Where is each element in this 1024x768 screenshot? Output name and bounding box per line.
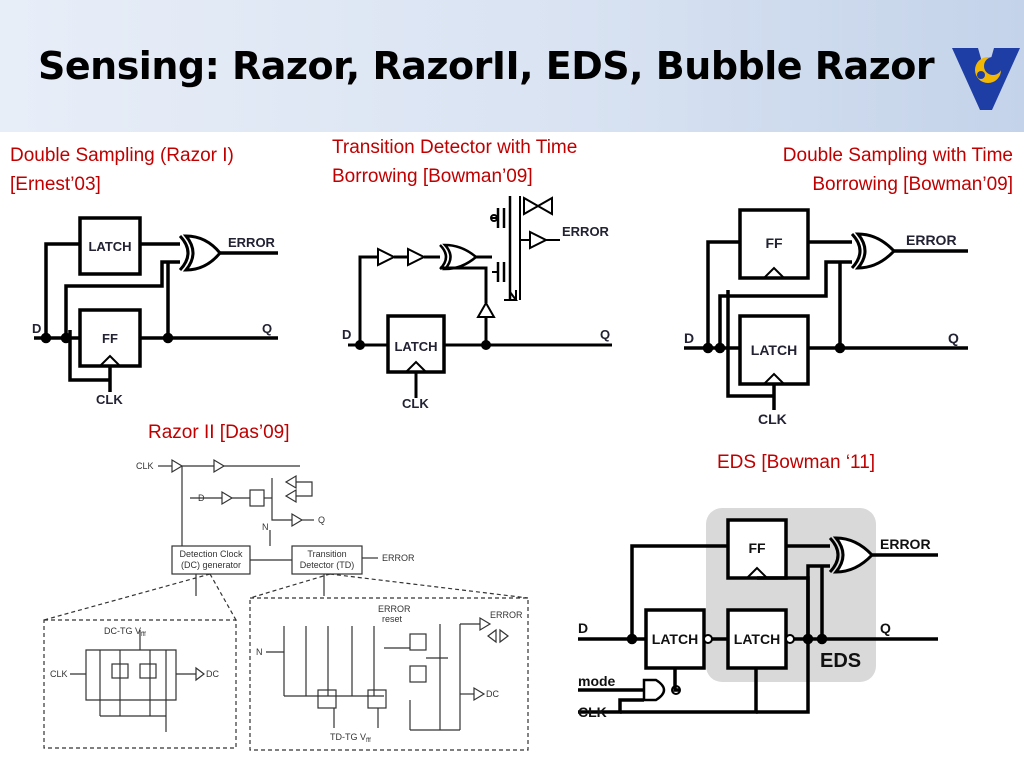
razor2-error-reset-line1: ERROR — [378, 604, 411, 614]
title-banner: Sensing: Razor, RazorII, EDS, Bubble Raz… — [0, 0, 1024, 132]
razor1-diagram — [34, 216, 278, 392]
razor2-td-detail — [249, 597, 529, 751]
razor2-dc-out-label: DC — [206, 669, 219, 679]
eds-clk-label: CLK — [578, 704, 607, 720]
caption-transition-detector: Transition Detector with Time Borrowing … — [332, 133, 577, 191]
eds-ff-block — [726, 518, 788, 580]
razor2-dc-gen-line1: Detection Clock — [179, 549, 243, 559]
razor2-labels: CLK D N Q ERROR Detection Clock (DC) gen… — [50, 461, 523, 744]
razor2-td-line2: Detector (TD) — [300, 560, 355, 570]
razor2-error-reset-line2: reset — [382, 614, 403, 624]
razor2-td-tg-subscript: fff — [366, 738, 371, 744]
caption-line: Borrowing [Bowman’09] — [332, 166, 533, 187]
dsb-clk-label: CLK — [758, 411, 787, 427]
razor2-td-line1: Transition — [307, 549, 346, 559]
razor2-td-error-label: ERROR — [490, 610, 523, 620]
razor2-dc-tg-subscript: fff — [141, 632, 146, 638]
caption-line: Borrowing [Bowman’09] — [812, 174, 1013, 195]
caption-razor1: Double Sampling (Razor I) [Ernest’03] — [10, 141, 234, 199]
caption-line: Double Sampling (Razor I) — [10, 145, 234, 166]
td-clk-label: CLK — [402, 396, 429, 411]
razor2-n-label: N — [262, 522, 269, 532]
td-latch-label: LATCH — [394, 339, 437, 354]
razor2-td-n-label: N — [256, 647, 263, 657]
caption-double-sampling-borrowing: Double Sampling with Time Borrowing [Bow… — [783, 141, 1013, 199]
eds-d-label: D — [578, 620, 588, 636]
eds-error-label: ERROR — [880, 536, 931, 552]
razor2-td-tg-text: TD-TG V — [330, 732, 366, 742]
eds-ff-label: FF — [748, 540, 766, 556]
razor1-clk-label: CLK — [96, 392, 123, 407]
dsb-latch-label: LATCH — [751, 342, 797, 358]
university-v-logo-icon — [952, 48, 1020, 110]
razor1-clock-triangle — [99, 354, 121, 367]
razor1-q-label: Q — [262, 321, 272, 336]
eds-mode-label: mode — [578, 673, 616, 689]
razor1-latch-block — [78, 216, 142, 276]
razor2-dc-clk-label: CLK — [50, 669, 68, 679]
dsb-d-label: D — [684, 330, 694, 346]
caption-line: [Ernest’03] — [10, 174, 101, 195]
razor1-d-label: D — [32, 321, 41, 336]
razor2-clk-label: CLK — [136, 461, 154, 471]
razor2-dc-tg-label: DC-TG Vfff — [104, 626, 146, 638]
td-q-label: Q — [600, 327, 610, 342]
razor2-td-tg-label: TD-TG Vfff — [330, 732, 371, 744]
caption-line: Transition Detector with Time — [332, 137, 578, 158]
eds-region-label: EDS — [820, 650, 861, 672]
slide-title: Sensing: Razor, RazorII, EDS, Bubble Raz… — [38, 44, 935, 88]
razor2-d-label: D — [198, 493, 205, 503]
dsb-ff-block — [738, 208, 810, 280]
razor2-dc-gen-line2: (DC) generator — [181, 560, 241, 570]
razor1-error-label: ERROR — [228, 235, 276, 250]
razor1-latch-label: LATCH — [88, 239, 131, 254]
razor1-ff-label: FF — [102, 331, 118, 346]
dsb-ff-label: FF — [765, 235, 783, 251]
dsb-diagram — [684, 208, 968, 410]
razor2-td-dc-label: DC — [486, 689, 499, 699]
dsb-error-label: ERROR — [906, 232, 957, 248]
td-labels: LATCH ERROR D Q CLK — [342, 224, 610, 411]
td-d-label: D — [342, 327, 351, 342]
razor1-labels: LATCH FF ERROR D Q CLK — [32, 235, 276, 407]
razor2-dc-detail — [43, 619, 237, 749]
caption-razor2: Razor II [Das’09] — [148, 422, 290, 443]
dsb-q-label: Q — [948, 330, 959, 346]
caption-line: Double Sampling with Time — [782, 145, 1013, 166]
razor2-error-label: ERROR — [382, 553, 415, 563]
eds-latch1-label: LATCH — [652, 631, 698, 647]
eds-q-label: Q — [880, 620, 891, 636]
td-error-label: ERROR — [562, 224, 610, 239]
caption-eds: EDS [Bowman ‘11] — [717, 452, 876, 473]
dsb-labels: FF LATCH ERROR D Q CLK — [684, 232, 959, 427]
razor2-diagram — [43, 458, 529, 751]
eds-latch2-label: LATCH — [734, 631, 780, 647]
eds-diagram — [578, 518, 938, 714]
eds-labels: FF LATCH LATCH ERROR D Q mode CLK EDS — [578, 536, 931, 720]
razor2-dc-tg-text: DC-TG V — [104, 626, 141, 636]
transition-detector-diagram — [348, 196, 612, 398]
razor2-q-label: Q — [318, 515, 325, 525]
